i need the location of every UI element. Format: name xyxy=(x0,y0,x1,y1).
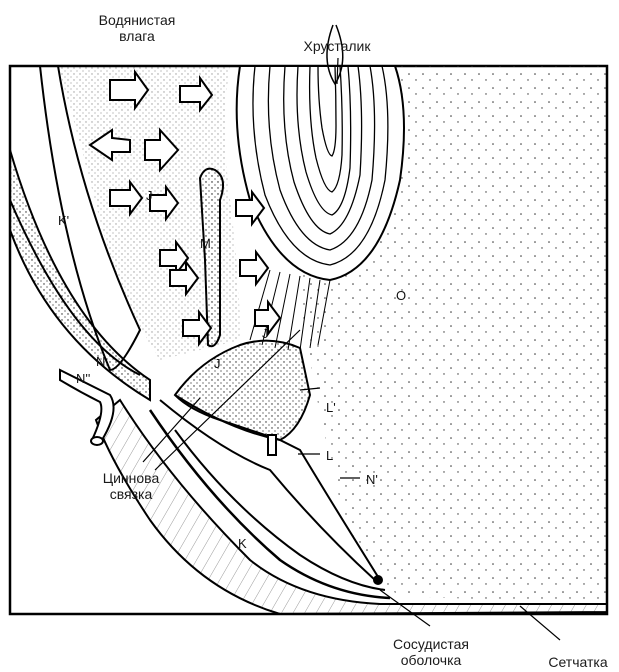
label-choroid: Сосудистая оболочка xyxy=(376,636,486,668)
label-lens: Хрусталик xyxy=(282,38,392,54)
marker-J1: J xyxy=(146,188,153,203)
marker-O: O xyxy=(396,288,406,303)
marker-N1: N' xyxy=(366,472,378,487)
label-retina: Сетчатка xyxy=(538,654,618,670)
marker-J3: J xyxy=(214,356,221,371)
marker-K: K xyxy=(238,536,247,551)
marker-L1: L' xyxy=(326,400,336,415)
marker-N: N xyxy=(96,354,105,369)
marker-K1: K' xyxy=(58,213,69,228)
ciliary-body xyxy=(175,341,310,440)
marker-L: L xyxy=(326,448,333,463)
marker-J2: J xyxy=(262,326,269,341)
label-aqueous-humor: Водянистая влага xyxy=(92,12,182,44)
marker-M: M xyxy=(200,236,211,251)
marker-N2: N'' xyxy=(76,371,90,386)
lens-shape xyxy=(237,25,404,280)
label-zonule: Циннова связка xyxy=(86,470,176,502)
